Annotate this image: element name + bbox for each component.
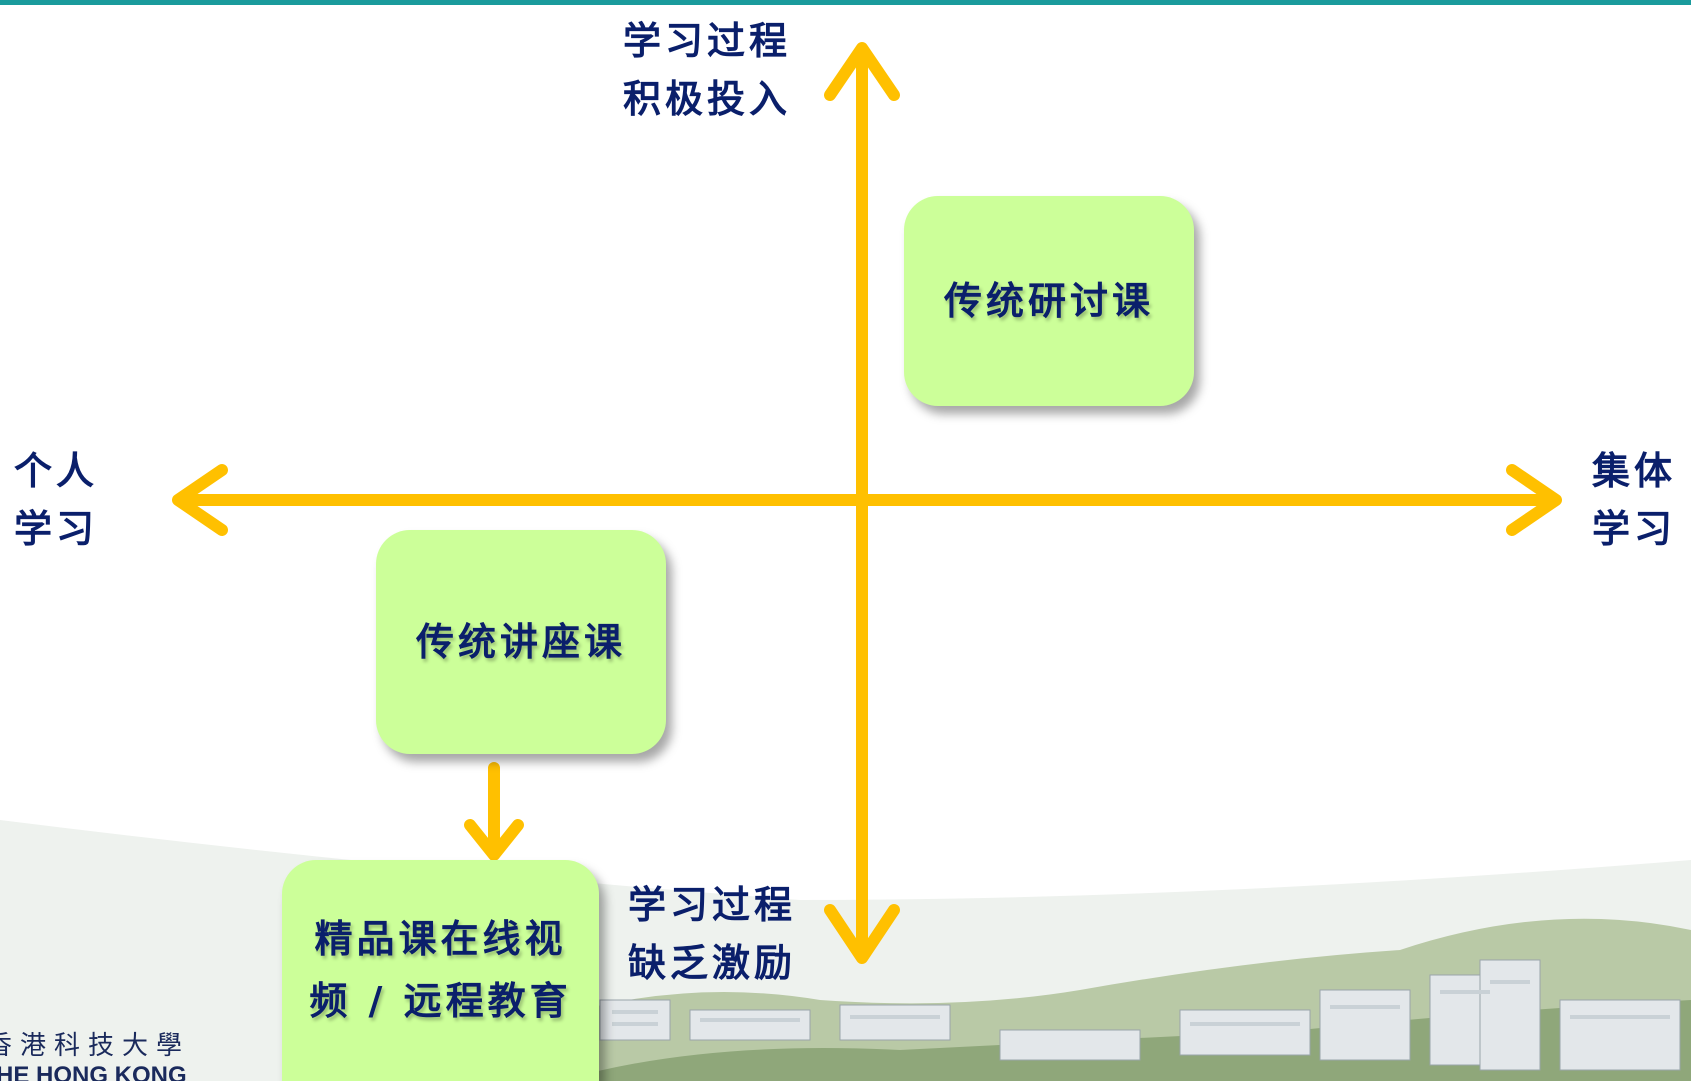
right-axis-label-line2: 学习 xyxy=(1592,506,1677,551)
seminar-box: 传统研讨课 xyxy=(904,196,1194,406)
bottom-axis-label-line2: 缺乏激励 xyxy=(628,940,797,985)
left-arrowhead xyxy=(172,464,228,536)
right-axis-label: 集体 学习 xyxy=(1592,442,1676,558)
right-arrowhead xyxy=(1506,464,1562,536)
up-arrowhead xyxy=(824,42,900,101)
university-logo-chinese: 香港科技大學 xyxy=(0,1031,191,1061)
bottom-axis-label-line1: 学习过程 xyxy=(628,882,797,927)
top-accent-bar xyxy=(0,0,1691,5)
bottom-axis-label: 学习过程 缺乏激励 xyxy=(628,876,796,992)
down-arrowhead xyxy=(824,904,900,964)
online-box: 精品课在线视 频 / 远程教育 xyxy=(282,860,599,1081)
left-axis-label-line2: 学习 xyxy=(14,506,99,551)
seminar-box-label: 传统研讨课 xyxy=(943,278,1154,323)
right-axis-label-line1: 集体 xyxy=(1592,448,1677,493)
left-axis-label-line1: 个人 xyxy=(14,448,99,493)
lecture-box: 传统讲座课 xyxy=(376,530,666,754)
online-box-line1: 精品课在线视 xyxy=(314,916,567,961)
top-axis-label-line1: 学习过程 xyxy=(623,18,792,63)
lecture-to-online-arrowhead xyxy=(464,819,524,861)
top-axis-label-line2: 积极投入 xyxy=(623,76,792,121)
university-logo-english: HE HONG KONG xyxy=(0,1062,187,1081)
online-box-line2: 频 / 远程教育 xyxy=(309,978,572,1023)
lecture-box-label: 传统讲座课 xyxy=(415,619,626,664)
left-axis-label: 个人 学习 xyxy=(14,442,98,558)
top-axis-label: 学习过程 积极投入 xyxy=(623,12,791,128)
